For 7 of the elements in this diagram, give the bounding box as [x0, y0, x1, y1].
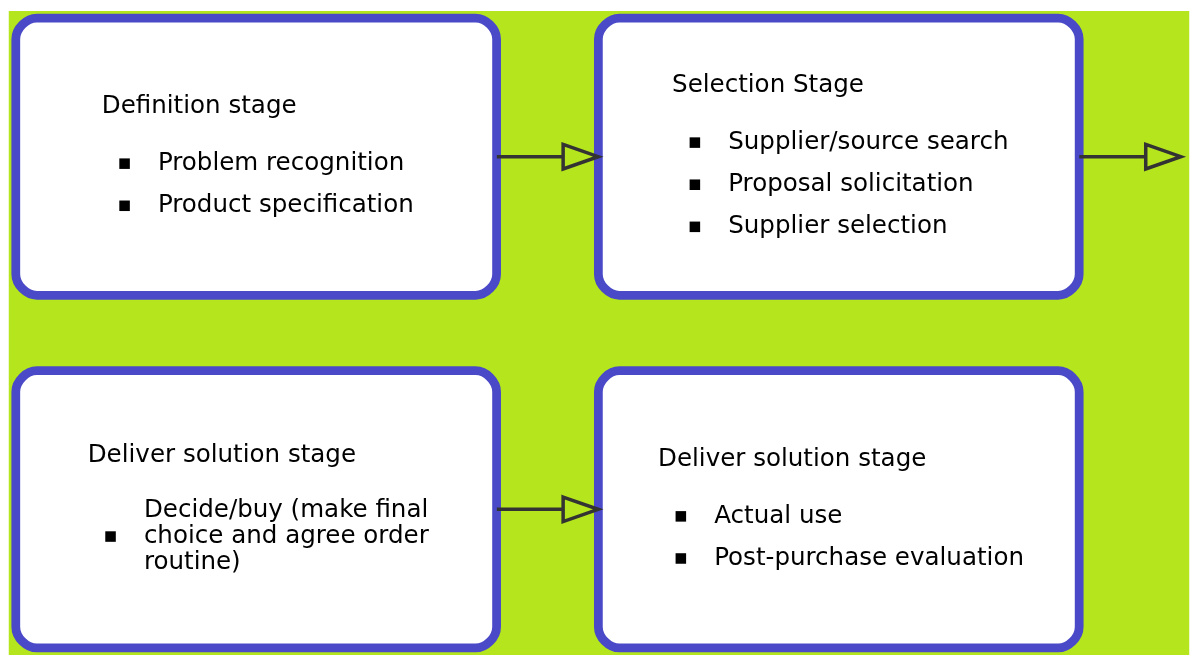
node-box: Definition stage Problem recognition Product specification — [11, 13, 501, 300]
node-box: Selection Stage Supplier/source search Proposal solicitation Supplier selection — [594, 13, 1084, 300]
arrow — [1079, 141, 1187, 172]
node-box: Deliver solution stage Decide/buy (make final choice and agree order routine) — [11, 366, 501, 653]
arrow — [496, 141, 604, 172]
node-box: Deliver solution stage Actual use Post-purchase evaluation — [594, 366, 1084, 653]
arrow — [496, 494, 604, 525]
